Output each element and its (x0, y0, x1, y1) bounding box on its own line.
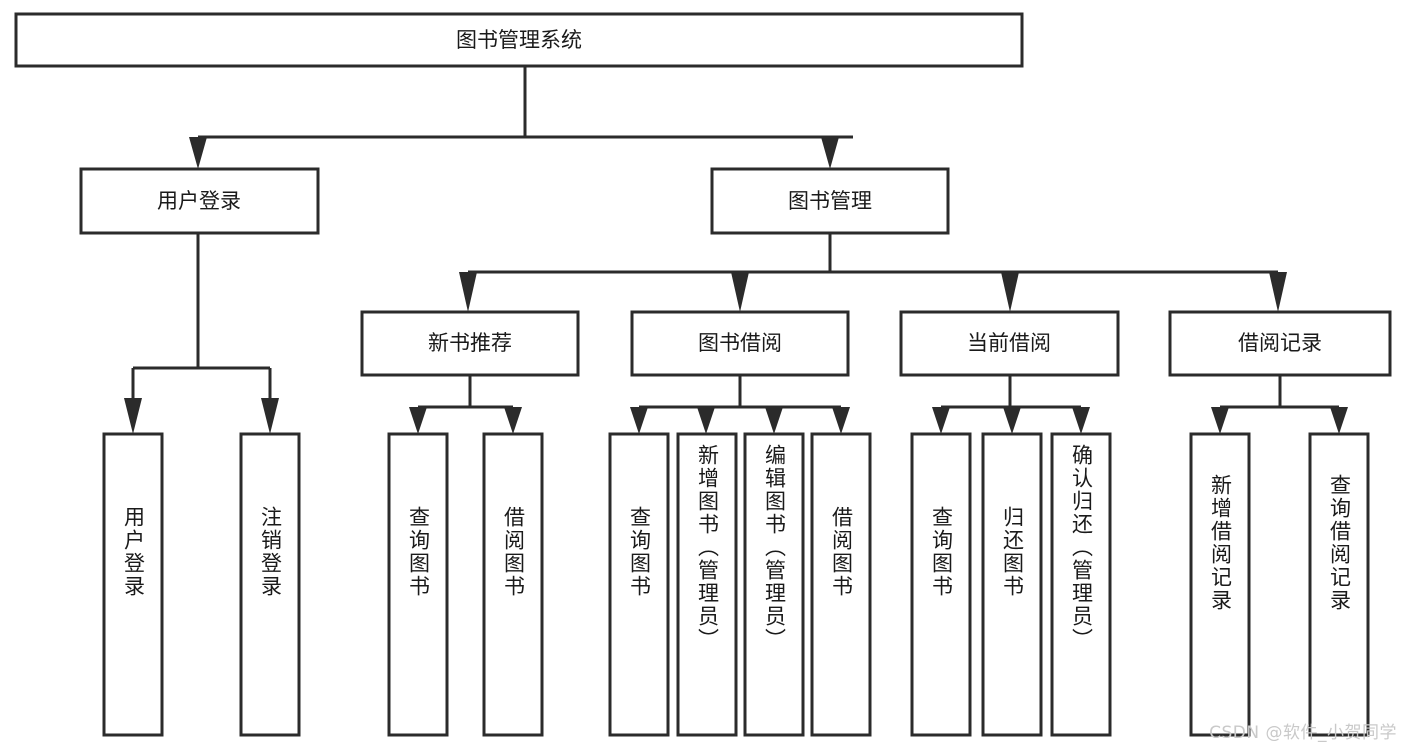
node-root[interactable]: 图书管理系统 (14, 12, 1024, 68)
arrow-head-current-borrow (1001, 272, 1019, 312)
node-root-box[interactable] (14, 12, 1024, 68)
connector-group-book-manage (459, 233, 1287, 312)
node-book-borrow[interactable]: 图书借阅 (630, 310, 850, 377)
node-borrow-record[interactable]: 借阅记录 (1168, 310, 1392, 377)
node-leaf-confirm-return-box[interactable] (1050, 432, 1112, 737)
arrow-head-leaf-logout (261, 398, 279, 434)
node-leaf-query-record-box[interactable] (1308, 432, 1370, 737)
arrow-head-book-borrow (731, 272, 749, 312)
node-borrow-record-box[interactable] (1168, 310, 1392, 377)
node-leaf-borrow-book-2-box[interactable] (810, 432, 872, 737)
arrow-head-leaf-return-book (1003, 407, 1021, 434)
node-leaf-borrow-book-1-box[interactable] (482, 432, 544, 737)
arrow-head-user-login (189, 137, 207, 169)
node-leaf-return-book-box[interactable] (981, 432, 1043, 737)
node-current-borrow-box[interactable] (899, 310, 1120, 377)
node-leaf-user-login-box[interactable] (102, 432, 164, 737)
node-book-borrow-label: 图书借阅 (698, 331, 782, 355)
node-new-book-rec-box[interactable] (360, 310, 580, 377)
arrow-head-new-book-rec (459, 272, 477, 312)
node-new-book-rec-label: 新书推荐 (428, 331, 512, 355)
node-book-manage[interactable]: 图书管理 (710, 167, 950, 235)
connector-group-user-login (124, 233, 279, 434)
arrow-head-leaf-edit-book (765, 407, 783, 434)
arrow-head-leaf-query-book-3 (932, 407, 950, 434)
node-new-book-rec[interactable]: 新书推荐 (360, 310, 580, 377)
connector-group-new-book-rec (409, 375, 522, 434)
arrow-head-leaf-borrow-book-2 (832, 407, 850, 434)
arrow-head-leaf-query-record (1330, 407, 1348, 434)
node-user-login[interactable]: 用户登录 (79, 167, 320, 235)
arrow-head-leaf-borrow-book-1 (504, 407, 522, 434)
node-leaf-edit-book-box[interactable] (743, 432, 805, 737)
node-current-borrow-label: 当前借阅 (967, 331, 1051, 355)
arrow-head-leaf-query-book-1 (409, 407, 427, 434)
connector-group-book-borrow (630, 375, 850, 434)
connector-group-root (189, 66, 853, 169)
csdn-watermark: CSDN @软件_小贺同学 (1209, 723, 1397, 743)
node-borrow-record-label: 借阅记录 (1238, 331, 1322, 355)
node-leaf-logout-box[interactable] (239, 432, 301, 737)
arrow-head-book-manage (821, 137, 839, 169)
node-leaf-query-book-1-box[interactable] (387, 432, 449, 737)
arrow-head-borrow-record (1269, 272, 1287, 312)
node-leaf-query-book-3-box[interactable] (910, 432, 972, 737)
node-book-borrow-box[interactable] (630, 310, 850, 377)
connector-group-current-borrow (932, 375, 1090, 434)
node-book-manage-label: 图书管理 (788, 189, 872, 213)
arrow-head-leaf-add-record (1211, 407, 1229, 434)
node-user-login-label: 用户登录 (157, 189, 241, 213)
node-leaf-add-record-box[interactable] (1189, 432, 1251, 737)
connector-group-borrow-record (1211, 375, 1348, 434)
arrow-head-leaf-add-book (697, 407, 715, 434)
arrow-head-leaf-query-book-2 (630, 407, 648, 434)
node-user-login-box[interactable] (79, 167, 320, 235)
arrow-head-leaf-confirm-return (1072, 407, 1090, 434)
node-current-borrow[interactable]: 当前借阅 (899, 310, 1120, 377)
leaf-boxes (102, 432, 1370, 737)
node-root-label: 图书管理系统 (456, 28, 582, 52)
node-leaf-add-book-box[interactable] (676, 432, 738, 737)
node-book-manage-box[interactable] (710, 167, 950, 235)
node-leaf-query-book-2-box[interactable] (608, 432, 670, 737)
arrow-head-leaf-user-login (124, 398, 142, 434)
